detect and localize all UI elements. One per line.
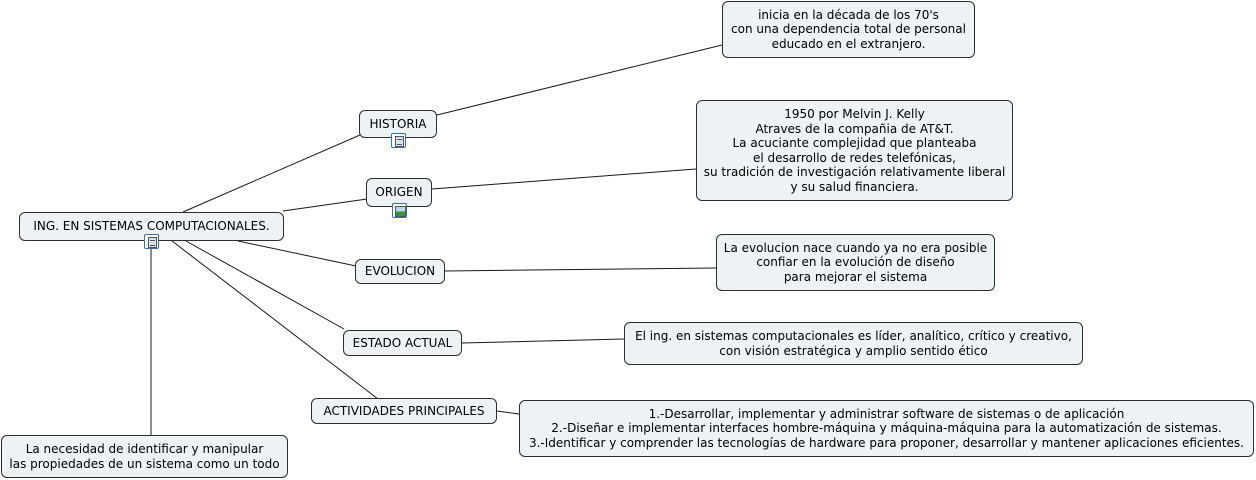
detail-line: 3.-Identificar y comprender las tecnolog… [528,435,1244,450]
central-topic-label: ING. EN SISTEMAS COMPUTACIONALES. [33,219,270,234]
link-root-origen [282,198,368,212]
image-icon[interactable] [392,203,407,218]
root-note-line: La necesidad de identificar y manipular [25,442,264,456]
detail-estado-actual[interactable]: El ing. en sistemas computacionales es l… [624,322,1083,365]
detail-line: El ing. en sistemas computacionales es l… [635,329,1072,343]
branch-origen-label: ORIGEN [375,185,423,200]
link-root-actividades [171,240,379,400]
branch-actividades-principales[interactable]: ACTIVIDADES PRINCIPALES [311,398,497,424]
detail-historia[interactable]: inicia en la década de los 70's con una … [722,1,975,58]
branch-historia-label: HISTORIA [369,116,427,131]
detail-line: y su salud financiera. [790,179,919,194]
detail-origen[interactable]: 1950 por Melvin J. Kelly Atraves de la c… [696,100,1013,201]
detail-line: 2.-Diseñar e implementar interfaces homb… [551,421,1222,436]
detail-line: con visión estratégica y amplio sentido … [719,343,988,358]
branch-estado-actual[interactable]: ESTADO ACTUAL [343,330,462,356]
detail-evolucion[interactable]: La evolucion nace cuando ya no era posib… [716,234,995,291]
link-evolucion-detail [444,267,717,272]
detail-line: La acuciante complejidad que planteaba [732,136,977,150]
link-root-estado [185,240,345,330]
detail-line: el desarrollo de redes telefónicas, [753,150,956,165]
detail-line: su tradición de investigación relativame… [703,165,1006,179]
link-root-evolucion [237,240,357,267]
branch-evolucion[interactable]: EVOLUCION [355,259,445,284]
detail-actividades-principales[interactable]: 1.-Desarrollar, implementar y administra… [519,400,1254,457]
detail-line: inicia en la década de los 70's [758,7,939,22]
detail-line: confiar en la evolución de diseño [756,255,955,270]
root-note-box[interactable]: La necesidad de identificar y manipular … [1,435,288,478]
branch-origen[interactable]: ORIGEN [366,178,432,207]
link-estado-detail [461,338,625,344]
detail-line: educado en el extranjero. [771,36,926,51]
detail-line: 1950 por Melvin J. Kelly [784,107,925,121]
link-root-historia [182,134,361,213]
branch-estado-actual-label: ESTADO ACTUAL [352,335,453,350]
link-actividades-detail [496,410,520,415]
branch-actividades-label: ACTIVIDADES PRINCIPALES [323,403,485,418]
note-icon[interactable] [144,234,159,249]
detail-line: La evolucion nace cuando ya no era posib… [723,240,988,255]
detail-line: 1.-Desarrollar, implementar y administra… [648,406,1125,421]
link-historia-detail [436,44,723,116]
note-icon[interactable] [391,133,406,148]
detail-line: con una dependencia total de personal [731,22,966,37]
detail-line: para mejorar el sistema [783,269,928,284]
branch-evolucion-label: EVOLUCION [364,264,436,279]
link-origen-detail [431,168,697,190]
root-note-line: las propiedades de un sistema como un to… [9,456,280,471]
detail-line: Atraves de la compañia de AT&T. [755,121,954,136]
